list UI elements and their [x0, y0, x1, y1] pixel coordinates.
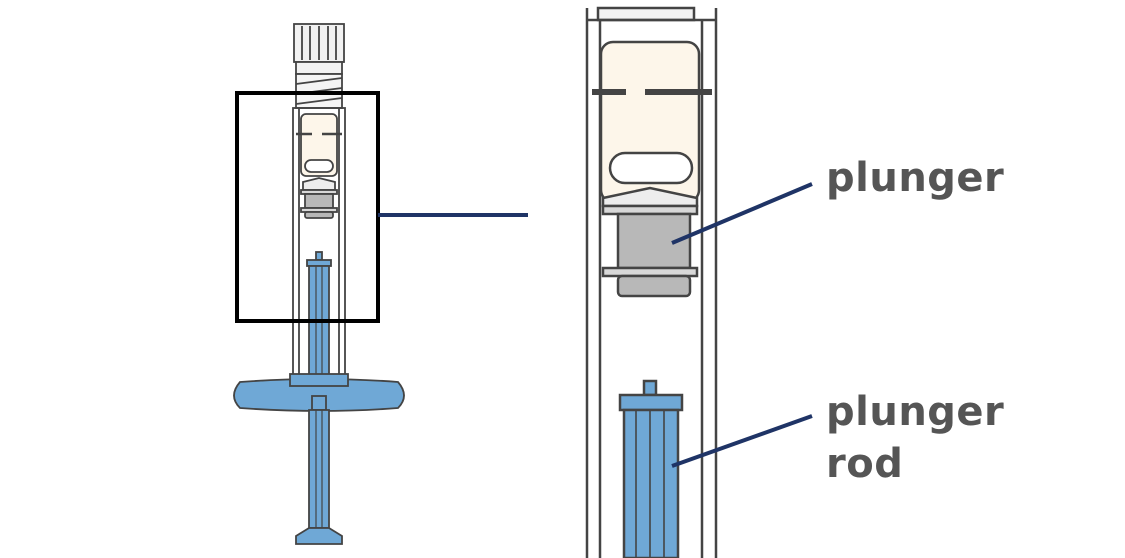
plunger-zoom	[601, 186, 699, 298]
plunger-label: plunger	[826, 155, 1005, 201]
plunger-rod-label: plunger rod	[826, 389, 1005, 487]
plunger-rod-outside	[295, 395, 343, 545]
syringe-cap	[293, 23, 345, 75]
finger-flange	[233, 373, 405, 412]
syringe-zoom	[585, 6, 718, 558]
zoom-box	[235, 91, 380, 323]
plunger-rod-zoom	[618, 379, 684, 558]
syringe-barrel	[292, 107, 346, 381]
plunger-rod-leader-line	[671, 414, 813, 468]
plunger-leader-line	[671, 182, 813, 245]
